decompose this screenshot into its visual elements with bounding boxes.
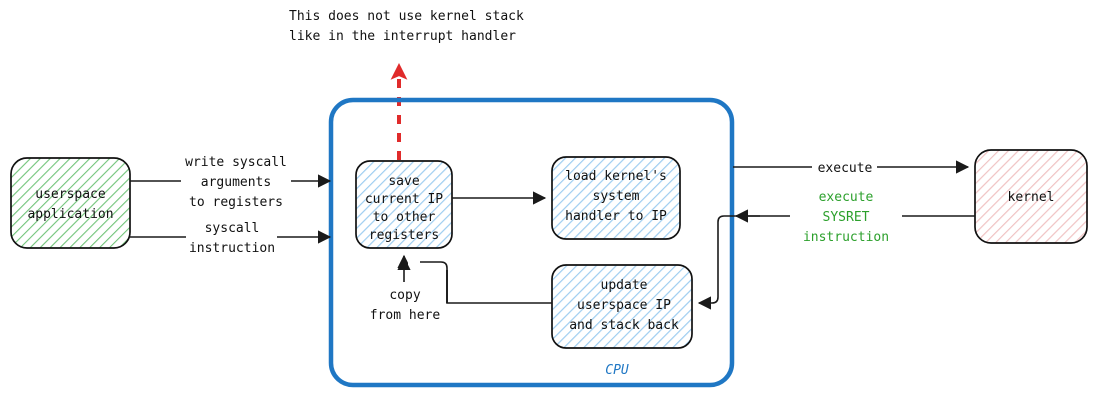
cpu-label: CPU [605,363,629,378]
copy-from-here-label-1: copy [389,288,420,303]
save-current-ip-label-3: to other [373,210,436,225]
note-line-2: like in the interrupt handler [289,29,516,44]
edge-syscall-instruction: syscall instruction [130,221,332,256]
userspace-application-box [10,157,131,249]
kernel-label: kernel [1008,190,1055,205]
execute-sysret-label-2: SYSRET [823,210,870,225]
write-syscall-arguments-label-1: write syscall [185,155,287,170]
note-no-kernel-stack: This does not use kernel stack like in t… [289,9,524,44]
execute-label-1: execute [818,161,873,176]
load-kernel-handler-box [551,156,681,240]
save-current-ip-label-4: registers [369,228,439,243]
write-syscall-arguments-label-2: arguments [201,175,271,190]
node-kernel: kernel [974,149,1088,244]
write-syscall-arguments-label-3: to registers [189,195,283,210]
update-userspace-ip-box [551,264,693,349]
save-current-ip-box [355,160,453,249]
kernel-box [974,149,1088,244]
save-current-ip-label-1: save [388,174,419,189]
node-update-userspace-ip: update userspace IP and stack back [551,264,693,349]
syscall-instruction-label-1: syscall [205,221,260,236]
save-current-ip-label-2: current IP [365,192,443,207]
edge-execute-sysret: execute SYSRET instruction [734,190,975,245]
node-load-kernel-handler: load kernel's system handler to IP [551,156,681,240]
edge-execute: execute [733,160,970,176]
execute-sysret-label-3: instruction [803,230,889,245]
syscall-instruction-label-2: instruction [189,241,275,256]
update-userspace-ip-label-1: update [601,278,648,293]
note-line-1: This does not use kernel stack [289,9,524,24]
execute-sysret-label-1: execute [819,190,874,205]
node-save-current-ip: save current IP to other registers [355,160,453,249]
update-userspace-ip-label-2: userspace IP [577,298,671,313]
userspace-application-label-2: application [27,207,113,222]
edge-write-syscall-arguments: write syscall arguments to registers [130,155,332,210]
edge-return-to-update-box [697,215,760,310]
load-kernel-handler-label-2: system [593,189,640,204]
userspace-application-label-1: userspace [35,187,106,202]
edge-copy-from-here: copy from here [370,252,552,324]
copy-from-here-label-2: from here [370,308,441,323]
load-kernel-handler-label-3: handler to IP [565,209,667,224]
load-kernel-handler-label-1: load kernel's [565,169,667,184]
node-userspace-application: userspace application [10,157,131,249]
update-userspace-ip-label-3: and stack back [569,318,679,333]
